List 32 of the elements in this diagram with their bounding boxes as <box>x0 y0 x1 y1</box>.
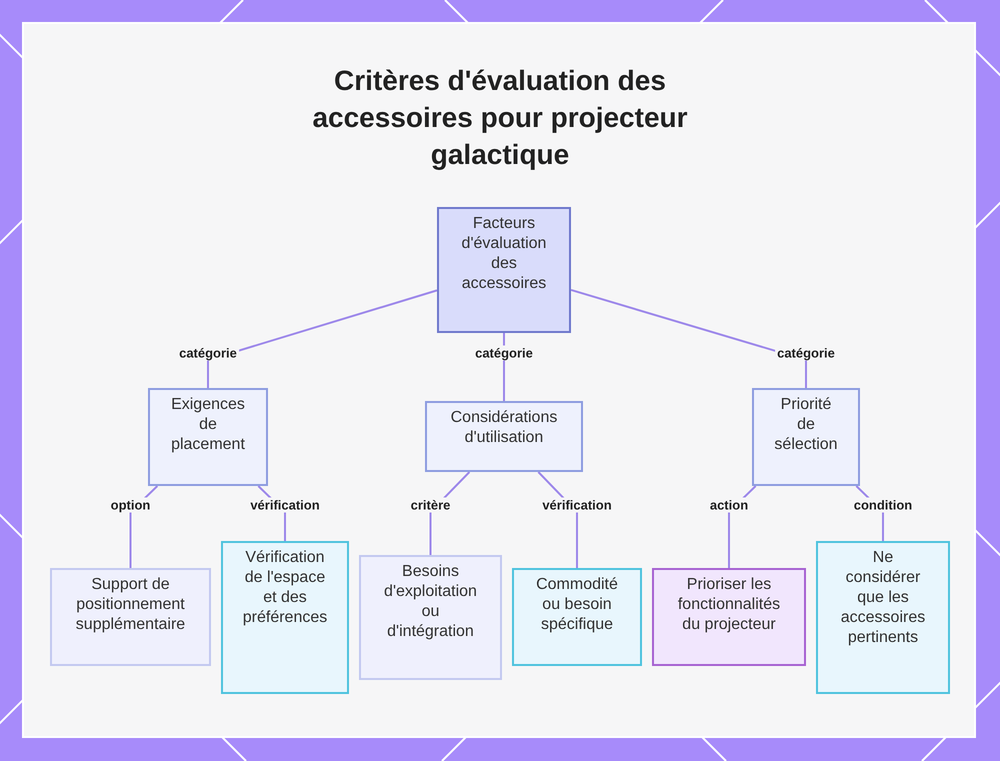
edge-label: option <box>108 498 152 512</box>
node-text: Exigences de placement <box>170 395 246 455</box>
process-box <box>221 541 349 694</box>
edge-label: catégorie <box>775 346 837 360</box>
process-box <box>752 388 860 486</box>
connector-line <box>207 289 438 388</box>
process-box <box>816 541 950 694</box>
edge-label: catégorie <box>177 346 239 360</box>
process-box <box>425 401 583 472</box>
node-text: Priorité de sélection <box>773 395 839 455</box>
process-box <box>148 388 268 486</box>
process-box <box>359 555 502 680</box>
node-text: Considérations d'utilisation <box>450 408 558 448</box>
edge-label: vérification <box>540 498 614 512</box>
edge-label: vérification <box>248 498 322 512</box>
process-box <box>437 207 571 333</box>
process-box <box>652 568 806 666</box>
connector-line <box>570 289 807 388</box>
node-text: Facteurs d'évaluation des accessoires <box>460 214 548 294</box>
node-text: Ne considérer que les accessoires pertinents <box>840 548 926 648</box>
node-text: Vérification de l'espace et des préférences <box>242 548 328 628</box>
edge-label: action <box>708 498 750 512</box>
node-text: Support de positionnement supplémentaire <box>74 575 186 635</box>
edge-label: critère <box>408 498 452 512</box>
edge-label: condition <box>852 498 914 512</box>
node-text: Prioriser les fonctionnalités du projecteur <box>676 575 782 635</box>
diagram-title: Critères d'évaluation des accessoires pour projecteur galactique <box>311 64 689 172</box>
edge-label: catégorie <box>473 346 535 360</box>
process-box <box>512 568 642 666</box>
node-text: Commodité ou besoin spécifique <box>535 575 619 635</box>
node-text: Besoins d'exploitation ou d'intégration <box>383 562 478 642</box>
process-box <box>50 568 211 666</box>
